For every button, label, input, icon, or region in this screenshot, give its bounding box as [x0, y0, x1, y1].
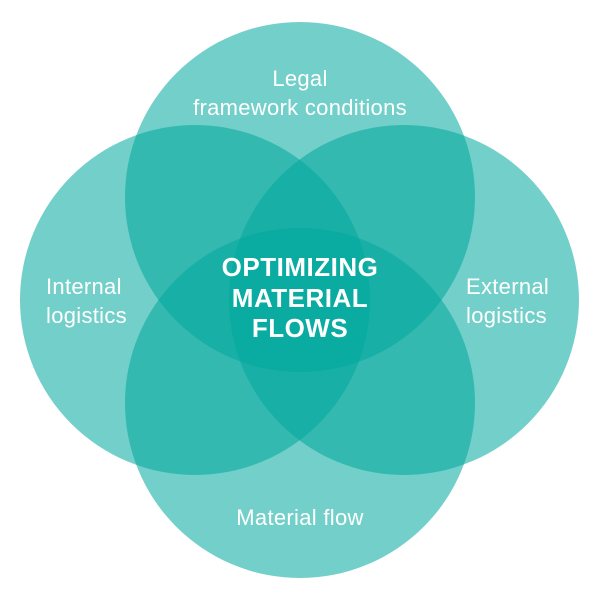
label-internal-logistics: Internal logistics — [46, 274, 127, 329]
label-material-flow: Material flow — [236, 505, 364, 530]
circle-material-flow — [125, 228, 475, 578]
center-title: OPTIMIZING MATERIAL FLOWS — [221, 252, 379, 344]
label-legal-framework-conditions: Legal framework conditions — [193, 66, 407, 121]
label-external-logistics: External logistics — [466, 274, 550, 329]
